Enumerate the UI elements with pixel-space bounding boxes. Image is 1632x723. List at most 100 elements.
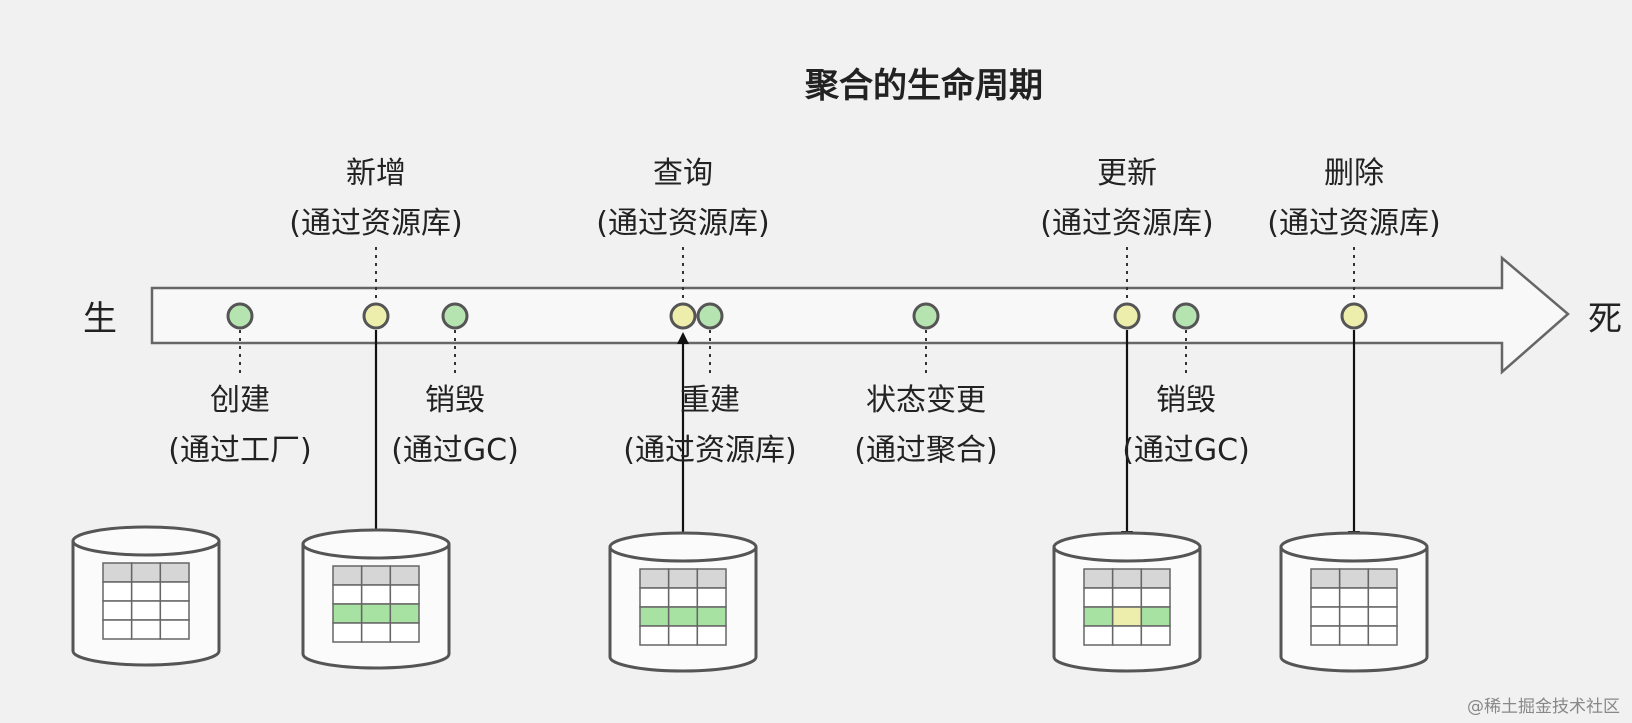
database-initial	[71, 525, 221, 667]
state-change-label: 状态变更	[866, 383, 986, 418]
persistence-arrows	[370, 330, 1360, 544]
table-cell	[696, 625, 727, 646]
query-label: 查询	[653, 156, 713, 191]
delete-sub-label: (通过资源库)	[1267, 206, 1440, 241]
table-cell	[389, 603, 420, 624]
table-cell	[130, 562, 162, 583]
table-cell	[1310, 606, 1341, 627]
table-cell	[159, 581, 190, 602]
table-cell	[696, 606, 727, 627]
dot-update	[1113, 302, 1141, 330]
table-cell	[1111, 587, 1143, 608]
table-cell	[1310, 568, 1341, 589]
rebuild-sub-label: (通过资源库)	[623, 433, 796, 468]
state-change-sub-label: (通过聚合)	[854, 433, 997, 468]
destroy-1-label: 销毁	[425, 383, 485, 418]
create-sub-label: (通过工厂)	[168, 433, 311, 468]
table-cell	[360, 622, 392, 643]
table-cell	[389, 622, 420, 643]
table-cell	[1367, 606, 1398, 627]
table-cell	[1338, 587, 1370, 608]
top-labels: 新增 (通过资源库) 查询 (通过资源库) 更新 (通过资源库) 删除 (通过资…	[289, 156, 1440, 241]
diagram-title: 聚合的生命周期	[804, 66, 1043, 106]
destroy-1-sub-label: (通过GC)	[391, 433, 519, 468]
rebuild-label: 重建	[680, 383, 740, 418]
delete-label: 删除	[1324, 156, 1384, 191]
table-cell	[102, 600, 133, 621]
update-label: 更新	[1097, 156, 1157, 191]
table-cell	[102, 581, 133, 602]
table-cell	[1338, 625, 1370, 646]
database-after-delete	[1279, 531, 1429, 673]
add-label: 新增	[346, 156, 406, 191]
database-after-update	[1052, 531, 1202, 673]
table-cell	[1140, 568, 1171, 589]
table-cell	[696, 568, 727, 589]
end-label: 死	[1588, 299, 1622, 339]
table-cell	[1111, 606, 1143, 627]
table-cell	[332, 584, 363, 605]
table-cell	[1310, 625, 1341, 646]
database-cylinders	[71, 525, 1429, 673]
table-cell	[639, 625, 670, 646]
table-cell	[360, 584, 392, 605]
table-cell	[1140, 587, 1171, 608]
dot-delete	[1340, 302, 1368, 330]
table-cell	[1367, 568, 1398, 589]
bottom-labels: 创建 (通过工厂) 销毁 (通过GC) 重建 (通过资源库) 状态变更 (通过聚…	[168, 383, 1250, 468]
table-cell	[667, 606, 699, 627]
table-cell	[130, 581, 162, 602]
table-cell	[1111, 625, 1143, 646]
table-cell	[1083, 625, 1114, 646]
table-cell	[639, 606, 670, 627]
dot-destroy-1	[441, 302, 469, 330]
table-cell	[1083, 587, 1114, 608]
start-label: 生	[83, 299, 117, 339]
table-cell	[667, 625, 699, 646]
table-cell	[130, 619, 162, 640]
database-for-query	[608, 531, 758, 673]
table-cell	[1338, 568, 1370, 589]
table-cell	[1083, 568, 1114, 589]
table-cell	[102, 619, 133, 640]
table-cell	[159, 619, 190, 640]
dot-rebuild	[696, 302, 724, 330]
table-cell	[1140, 606, 1171, 627]
table-cell	[667, 587, 699, 608]
query-sub-label: (通过资源库)	[596, 206, 769, 241]
table-cell	[639, 568, 670, 589]
create-label: 创建	[210, 383, 270, 418]
table-cell	[696, 587, 727, 608]
dot-query	[669, 302, 697, 330]
watermark: @稀土掘金技术社区	[1467, 697, 1620, 717]
table-cell	[1367, 625, 1398, 646]
table-cell	[332, 603, 363, 624]
destroy-2-label: 销毁	[1156, 383, 1216, 418]
table-cell	[360, 603, 392, 624]
update-sub-label: (通过资源库)	[1040, 206, 1213, 241]
table-cell	[1338, 606, 1370, 627]
table-cell	[1310, 587, 1341, 608]
table-cell	[639, 587, 670, 608]
table-cell	[360, 565, 392, 586]
table-cell	[1111, 568, 1143, 589]
table-cell	[389, 565, 420, 586]
dot-create	[226, 302, 254, 330]
dot-destroy-2	[1172, 302, 1200, 330]
table-cell	[332, 622, 363, 643]
dot-state-change	[912, 302, 940, 330]
table-cell	[332, 565, 363, 586]
add-sub-label: (通过资源库)	[289, 206, 462, 241]
table-cell	[159, 600, 190, 621]
dotted-connectors	[239, 247, 1355, 375]
table-cell	[159, 562, 190, 583]
table-cell	[389, 584, 420, 605]
destroy-2-sub-label: (通过GC)	[1122, 433, 1250, 468]
dot-add	[362, 302, 390, 330]
table-cell	[667, 568, 699, 589]
database-after-add	[301, 528, 451, 670]
table-cell	[1140, 625, 1171, 646]
table-cell	[1083, 606, 1114, 627]
table-cell	[102, 562, 133, 583]
